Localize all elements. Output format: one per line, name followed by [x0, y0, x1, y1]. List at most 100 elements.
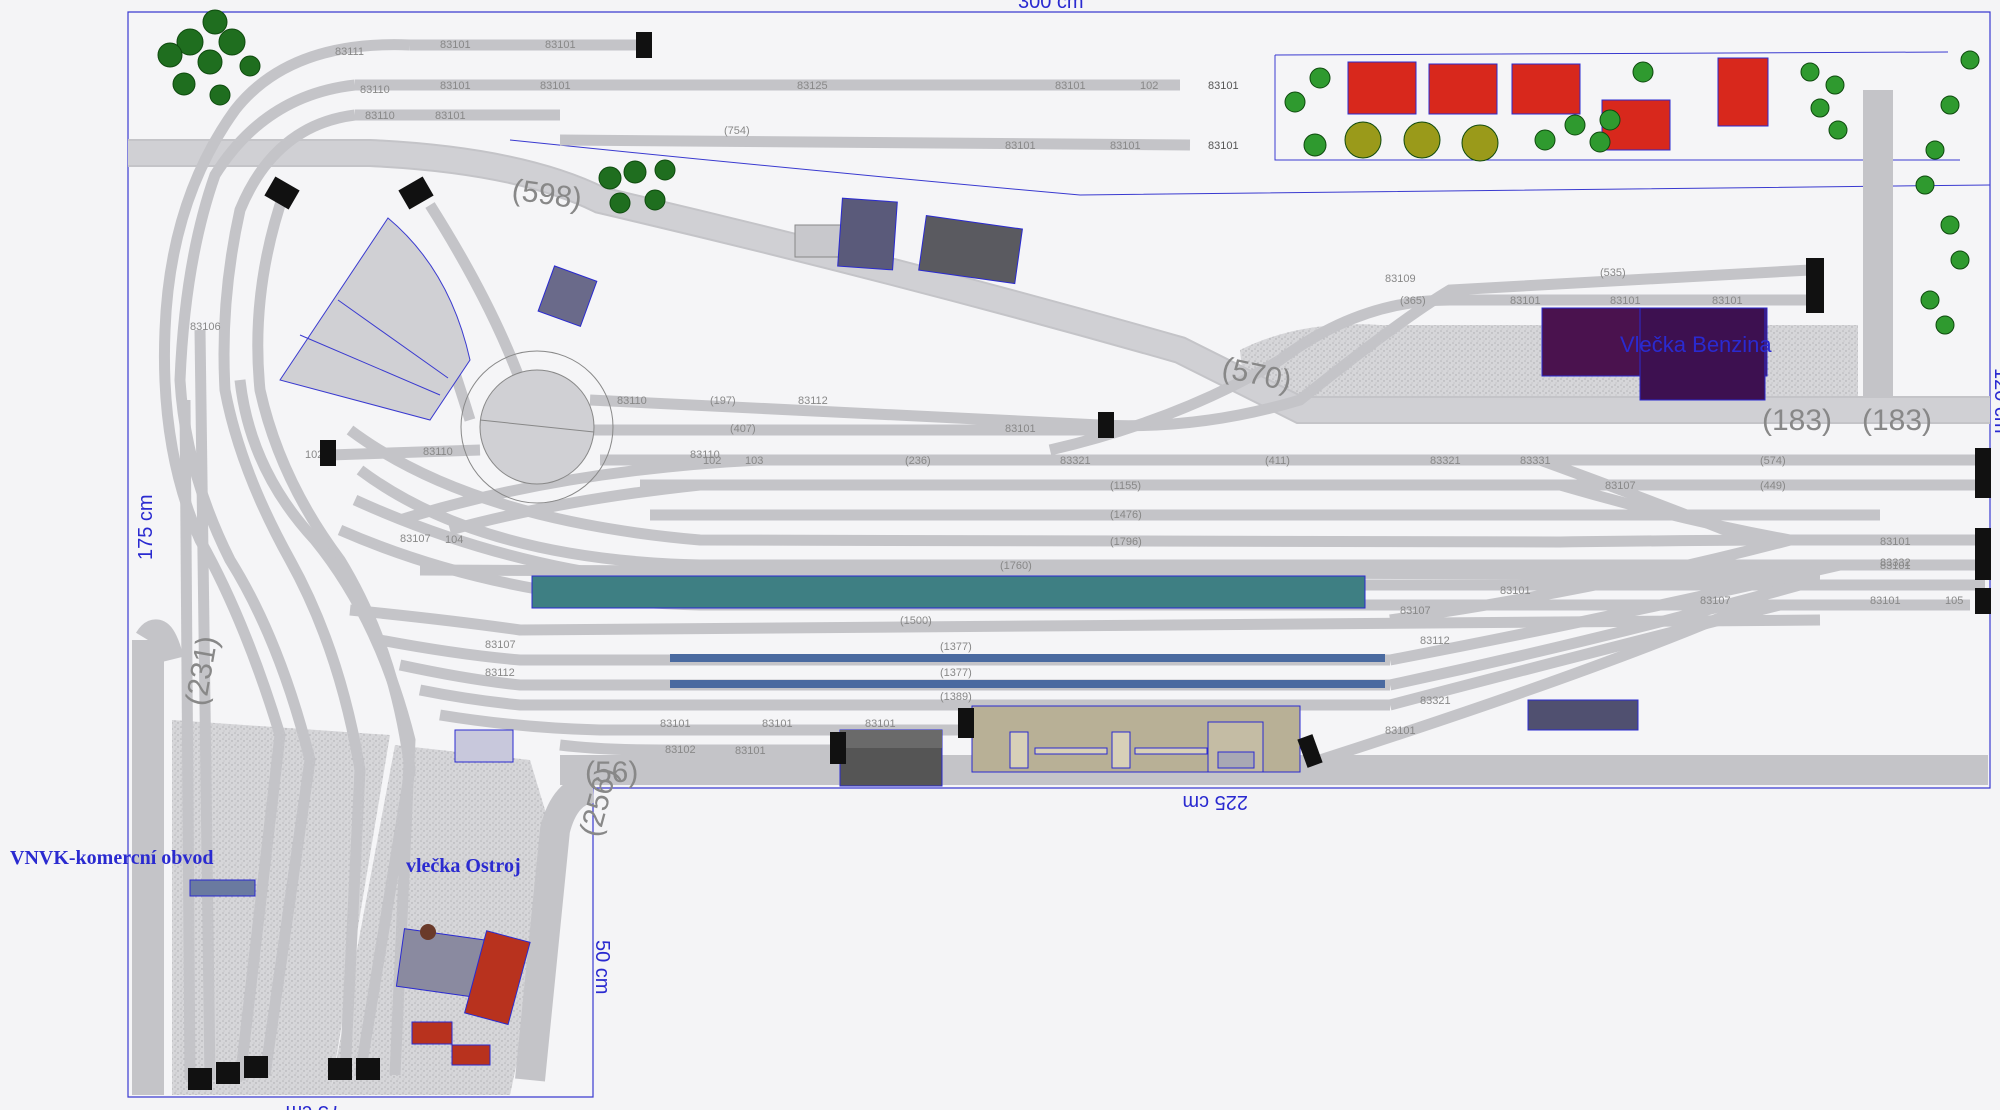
tl-29: (411)	[1265, 455, 1290, 467]
tl-47: 83101	[735, 745, 766, 757]
tl-69: 83110	[423, 446, 453, 458]
tl-65: 83110	[360, 84, 390, 96]
tl-19: 83109	[1385, 273, 1416, 285]
tl-63: 83112	[1420, 635, 1450, 647]
tl-52: 104	[445, 534, 463, 546]
tl-22: 83112	[798, 395, 828, 407]
tl-26: 102	[703, 455, 721, 467]
tl-60: 83107	[1700, 595, 1731, 607]
tl-31: (1155)	[1110, 480, 1141, 492]
tl-20: (197)	[710, 395, 736, 407]
tl-40: (1500)	[900, 615, 932, 627]
tl-12: 83101	[1208, 80, 1239, 92]
main-roadbed-inner	[128, 141, 1990, 422]
tl-39: 105	[1945, 595, 1963, 607]
tl-15: (365)	[1400, 295, 1426, 307]
label-vnvk: VNVK-komercní obvod	[10, 847, 214, 869]
tl-68: 102	[305, 449, 323, 461]
tl-59: 83101	[1500, 585, 1531, 597]
tl-70: 83110	[690, 449, 720, 461]
len-183-a: (183)	[1762, 404, 1832, 437]
tl-32: (449)	[1760, 480, 1786, 492]
tl-64: 83111	[335, 46, 364, 58]
tl-24: 83110	[617, 395, 647, 407]
village-houses	[1347, 57, 1769, 151]
benzina-siding	[1541, 307, 1768, 401]
tl-67: 83106	[190, 321, 221, 333]
tl-50: 83112	[485, 667, 515, 679]
road-lines	[509, 51, 1991, 196]
tl-56: 83332	[1880, 557, 1911, 569]
len-56: (56)	[585, 756, 638, 789]
dim-bottom-step: 225 cm	[1182, 791, 1248, 813]
tl-28: (236)	[905, 455, 931, 467]
dim-left: 175 cm	[135, 494, 157, 560]
track-labels: 83101 83101 83101 83101 83125 83101 102 …	[190, 39, 1963, 757]
dim-right: 120 cm	[1990, 368, 2000, 434]
tl-1: 83101	[440, 39, 471, 51]
station-building	[839, 699, 1639, 787]
tl-17: 83101	[1610, 295, 1641, 307]
tl-9: (754)	[724, 125, 750, 137]
tl-42: (1377)	[940, 667, 972, 679]
region-labels: Vlečka Benzina vlečka Ostroj VNVK-komerc…	[10, 332, 1772, 877]
tl-57: 83107	[1605, 480, 1636, 492]
platform-2	[670, 654, 1385, 662]
platforms	[531, 575, 1385, 688]
tl-62: 83321	[1420, 695, 1451, 707]
tl-45: 83101	[762, 718, 793, 730]
tl-54: 83321	[1430, 455, 1461, 467]
tl-41: (1377)	[940, 641, 972, 653]
tl-53: 83321	[1060, 455, 1091, 467]
tl-11: 83101	[1110, 140, 1141, 152]
tl-36: 83101	[1880, 536, 1911, 548]
tl-55: 83331	[1520, 455, 1551, 467]
tl-13: 83101	[1208, 140, 1239, 152]
tl-21: (407)	[730, 423, 756, 435]
tl-38: 83101	[1870, 595, 1901, 607]
ostroj-industry	[189, 879, 531, 1066]
tl-2: 83101	[545, 39, 576, 51]
tl-43: (1389)	[940, 691, 972, 703]
tl-34: (1796)	[1110, 536, 1142, 548]
tl-58: 83107	[1400, 605, 1431, 617]
tl-51: 83107	[400, 533, 431, 545]
tl-6: 83101	[1055, 80, 1086, 92]
tl-35: (1760)	[1000, 560, 1032, 572]
tl-10: 83101	[1005, 140, 1036, 152]
tl-33: (1476)	[1110, 509, 1142, 521]
tl-44: 83101	[660, 718, 691, 730]
roundhouse	[279, 217, 614, 504]
tl-49: 83107	[485, 639, 516, 651]
tl-4: 83101	[540, 80, 571, 92]
tl-5: 83125	[797, 80, 828, 92]
tl-3: 83101	[440, 80, 471, 92]
tl-8: 83101	[435, 110, 466, 122]
dim-branch-bottom: 75 cm	[286, 1101, 340, 1110]
len-183-b: (183)	[1862, 404, 1932, 437]
tl-18: 83101	[1712, 295, 1743, 307]
tl-7: 102	[1140, 80, 1158, 92]
tl-66: 83110	[365, 110, 395, 122]
dimension-labels: 300 cm 175 cm 120 cm 225 cm 50 cm 75 cm	[135, 0, 2000, 1110]
tl-16: 83101	[1510, 295, 1541, 307]
tl-23: 83101	[1005, 423, 1036, 435]
dim-branch-height: 50 cm	[591, 940, 613, 994]
tl-30: (574)	[1760, 455, 1786, 467]
turntable	[479, 369, 595, 485]
main-platform	[531, 575, 1366, 609]
tl-48: 83102	[665, 744, 696, 756]
depot-buildings	[454, 197, 1023, 763]
tl-37: 83101	[1880, 560, 1911, 572]
platform-3	[670, 680, 1385, 688]
tl-14: (535)	[1600, 267, 1626, 279]
tl-61: 83101	[1385, 725, 1416, 737]
dim-top: 300 cm	[1018, 0, 1084, 13]
label-vlecka-ostroj: vlečka Ostroj	[406, 855, 521, 877]
tl-27: 103	[745, 455, 763, 467]
label-vlecka-benzina: Vlečka Benzina	[1620, 332, 1772, 357]
tl-46: 83101	[865, 718, 896, 730]
buffer-stops	[188, 32, 1991, 1090]
trees	[157, 9, 1980, 335]
